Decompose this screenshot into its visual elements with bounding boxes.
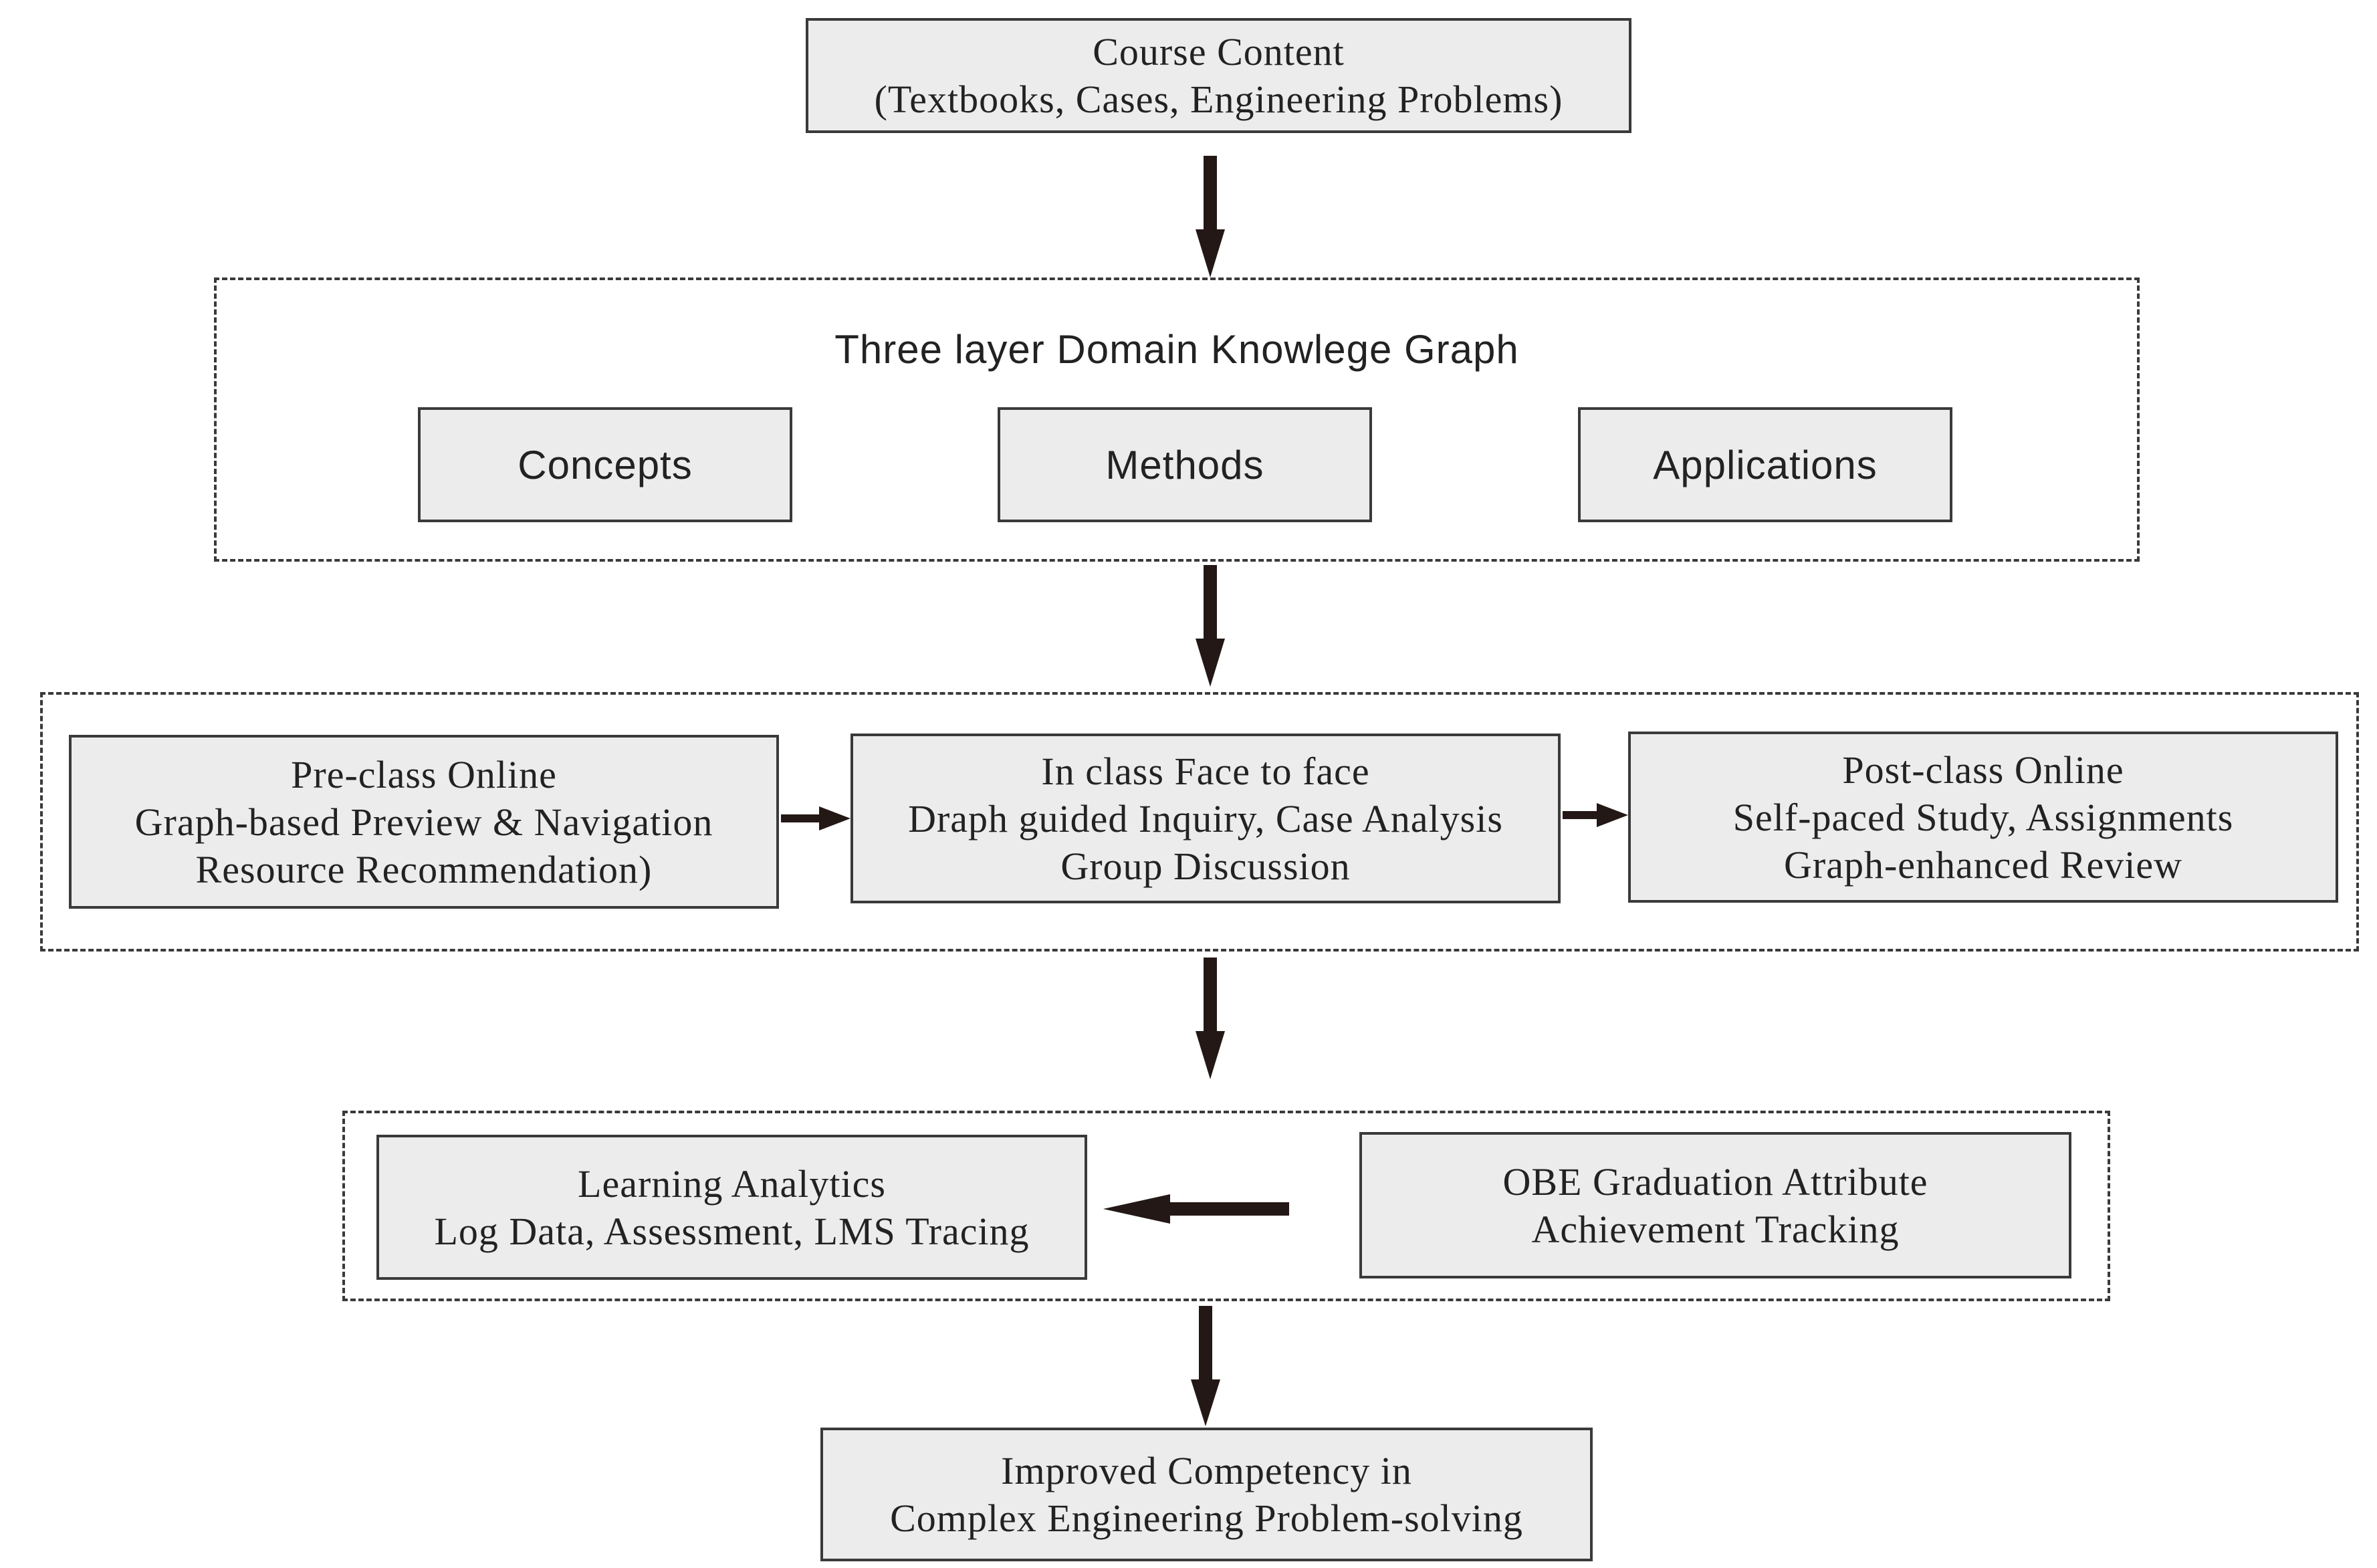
- applications-box: Applications: [1578, 407, 1952, 522]
- outcome-detail: Complex Engineering Problem-solving: [890, 1496, 1523, 1540]
- applications-label: Applications: [1653, 442, 1878, 487]
- course-content-title: Course Content: [1093, 30, 1345, 74]
- outcome-box: Improved Competency in Complex Engineeri…: [820, 1428, 1593, 1561]
- arrow-down-3: [1196, 958, 1225, 1079]
- learning-analytics-title: Learning Analytics: [578, 1161, 886, 1206]
- course-content-box: Course Content (Textbooks, Cases, Engine…: [806, 18, 1631, 133]
- post-class-line-2: Self-paced Study, Assignments: [1732, 795, 2234, 839]
- pre-class-line-3: Resource Recommendation): [195, 847, 653, 891]
- pre-class-title: Pre-class Online: [291, 752, 557, 796]
- methods-label: Methods: [1105, 442, 1264, 487]
- post-class-line-3: Graph-enhanced Review: [1784, 843, 2182, 887]
- arrow-left-1: [1103, 1194, 1289, 1224]
- methods-box: Methods: [998, 407, 1372, 522]
- knowledge-graph-title: Three layer Domain Knowlege Graph: [834, 327, 1519, 372]
- arrow-right-1: [781, 806, 851, 830]
- in-class-box: In class Face to face Draph guided Inqui…: [851, 734, 1561, 903]
- in-class-title: In class Face to face: [1041, 749, 1370, 793]
- concepts-box: Concepts: [418, 407, 792, 522]
- pre-class-box: Pre-class Online Graph-based Preview & N…: [69, 735, 779, 909]
- arrow-down-4: [1191, 1306, 1220, 1426]
- post-class-box: Post-class Online Self-paced Study, Assi…: [1628, 732, 2338, 903]
- learning-analytics-box: Learning Analytics Log Data, Assessment,…: [376, 1135, 1087, 1280]
- obe-tracking-title: OBE Graduation Attribute: [1502, 1159, 1928, 1204]
- obe-tracking-box: OBE Graduation Attribute Achievement Tra…: [1359, 1132, 2071, 1278]
- knowledge-graph-group: [214, 277, 2140, 562]
- course-content-detail: (Textbooks, Cases, Engineering Problems): [874, 78, 1563, 121]
- pre-class-line-2: Graph-based Preview & Navigation: [134, 800, 713, 844]
- obe-tracking-detail: Achievement Tracking: [1531, 1207, 1900, 1251]
- concepts-label: Concepts: [518, 442, 693, 487]
- arrow-down-2: [1196, 565, 1225, 687]
- arrow-down-1: [1196, 156, 1225, 277]
- in-class-line-2: Draph guided Inquiry, Case Analysis: [908, 796, 1503, 841]
- learning-analytics-detail: Log Data, Assessment, LMS Tracing: [434, 1209, 1030, 1253]
- post-class-title: Post-class Online: [1842, 748, 2124, 792]
- arrow-right-2: [1563, 803, 1628, 827]
- teaching-stages-group: [40, 692, 2359, 951]
- in-class-line-3: Group Discussion: [1060, 844, 1351, 888]
- outcome-title: Improved Competency in: [1001, 1449, 1412, 1492]
- evaluation-group: [342, 1111, 2110, 1301]
